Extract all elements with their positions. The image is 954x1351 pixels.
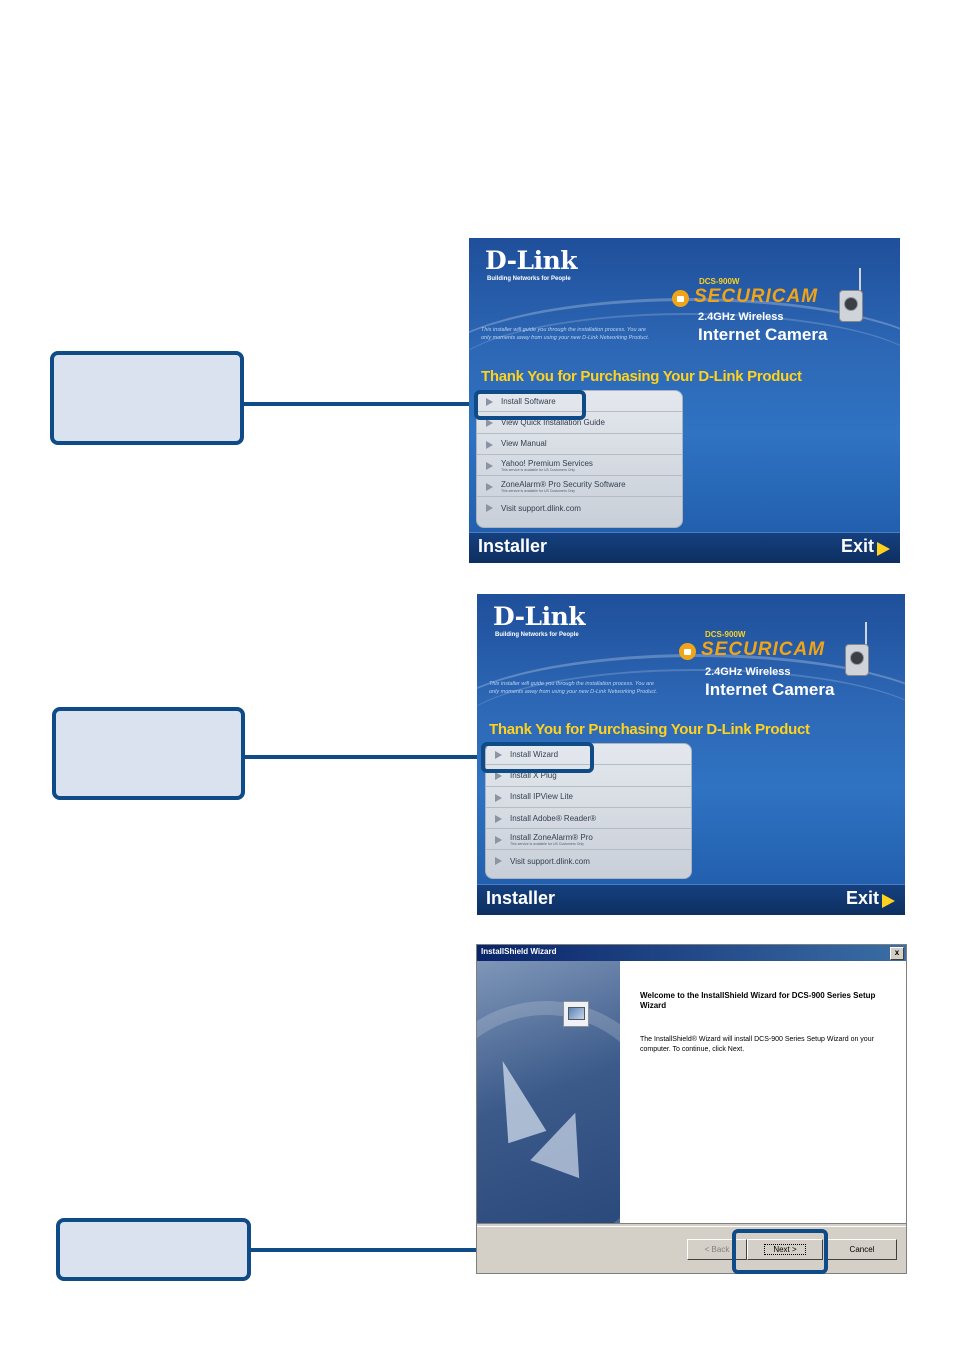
cancel-button[interactable]: Cancel — [827, 1239, 897, 1260]
callout-box-3 — [56, 1218, 251, 1281]
lock-icon — [672, 290, 689, 307]
menu-item-install-adobe[interactable]: Install Adobe® Reader® — [486, 808, 691, 830]
menu-item-note: This service is available for US Custome… — [510, 842, 584, 847]
intro-text: This installer will guide you through th… — [489, 681, 658, 695]
callout-box-1 — [50, 351, 244, 445]
exit-button[interactable]: Exit — [845, 888, 879, 908]
play-arrow-icon — [486, 483, 493, 492]
highlight-next-button — [732, 1229, 828, 1274]
divider — [477, 1223, 906, 1227]
menu-item-label: Install X Plug — [510, 770, 557, 780]
play-arrow-icon — [495, 772, 502, 781]
menu-item-label: Visit support.dlink.com — [510, 856, 590, 866]
menu-item-install-wizard[interactable]: Install Wizard — [486, 744, 691, 766]
product-name: Internet Camera — [698, 325, 828, 344]
menu-item-label: Install Software — [501, 396, 556, 406]
camera-antenna — [865, 622, 867, 648]
installer-menu: Install Software View Quick Installation… — [476, 390, 683, 528]
play-arrow-icon — [495, 836, 502, 845]
model-label: DCS-900W — [699, 277, 740, 286]
camera-antenna — [859, 268, 861, 294]
window-titlebar: InstallShield Wizard x — [477, 945, 906, 961]
thanks-heading: Thank You for Purchasing Your D-Link Pro… — [489, 721, 810, 738]
play-arrow-icon — [486, 504, 493, 513]
wizard-content: Welcome to the InstallShield Wizard for … — [620, 961, 906, 1223]
exit-arrow-icon[interactable] — [877, 542, 890, 556]
play-arrow-icon — [486, 461, 493, 470]
callout-connector-2 — [245, 755, 483, 759]
brand-logo: SECURICAM — [694, 286, 819, 307]
product-subtitle: 2.4GHz Wireless — [698, 311, 784, 323]
play-arrow-icon — [495, 857, 502, 866]
menu-item-label: Yahoo! Premium Services — [501, 458, 593, 468]
wizard-body-text: The InstallShield® Wizard will install D… — [640, 1036, 874, 1053]
highlight-install-wizard — [481, 742, 594, 773]
menu-item-view-manual[interactable]: View Manual — [477, 434, 682, 455]
installer-footer: Installer Exit — [477, 884, 905, 915]
logo-tagline: Building Networks for People — [495, 632, 579, 638]
installer-menu: Install Wizard Install X Plug Install IP… — [485, 743, 692, 879]
menu-item-install-ipview[interactable]: Install IPView Lite — [486, 787, 691, 808]
menu-item-label: View Manual — [501, 439, 547, 449]
close-button[interactable]: x — [890, 947, 904, 960]
dlink-logo: D-Link — [493, 602, 586, 631]
footer-title: Installer — [486, 888, 556, 908]
installer-panel-2: D-Link Building Networks for People DCS-… — [477, 594, 905, 915]
window-title: InstallShield Wizard — [481, 947, 557, 956]
installer-footer: Installer Exit — [469, 532, 900, 563]
decor-swoosh — [477, 669, 905, 791]
menu-item-label: View Quick Installation Guide — [501, 417, 605, 427]
menu-item-quick-guide[interactable]: View Quick Installation Guide — [477, 412, 682, 434]
camera-icon — [839, 290, 863, 322]
footer-title: Installer — [478, 536, 548, 556]
menu-item-note: This service is available for US Custome… — [501, 467, 575, 472]
thanks-heading: Thank You for Purchasing Your D-Link Pro… — [481, 368, 802, 385]
camera-icon — [845, 644, 869, 676]
menu-item-label: Install IPView Lite — [510, 792, 573, 802]
logo-tagline: Building Networks for People — [487, 276, 571, 282]
product-name: Internet Camera — [705, 680, 835, 699]
play-arrow-icon — [495, 793, 502, 802]
menu-item-install-xplug[interactable]: Install X Plug — [486, 765, 691, 787]
wizard-heading: Welcome to the InstallShield Wizard for … — [640, 991, 876, 1010]
play-arrow-icon — [495, 814, 502, 823]
lock-icon — [679, 643, 696, 660]
intro-text: This installer will guide you through th… — [481, 327, 650, 341]
menu-item-support[interactable]: Visit support.dlink.com — [477, 497, 682, 518]
product-subtitle: 2.4GHz Wireless — [705, 666, 791, 678]
callout-connector-1 — [244, 402, 478, 406]
brand-logo: SECURICAM — [701, 639, 826, 660]
menu-item-install-software[interactable]: Install Software — [477, 391, 682, 413]
highlight-install-software — [474, 390, 586, 420]
next-button-label: Next > — [764, 1244, 806, 1255]
wizard-side-graphic — [477, 961, 620, 1223]
play-arrow-icon — [486, 398, 493, 406]
next-button[interactable]: Next > — [747, 1239, 823, 1260]
model-label: DCS-900W — [705, 630, 746, 639]
exit-button[interactable]: Exit — [840, 536, 874, 556]
installer-panel-1: D-Link Building Networks for People DCS-… — [469, 238, 900, 563]
menu-item-label: Visit support.dlink.com — [501, 503, 581, 513]
decor-swoosh — [469, 313, 900, 435]
menu-item-label: Install ZoneAlarm® Pro — [510, 833, 593, 843]
menu-item-label: Install Adobe® Reader® — [510, 813, 597, 823]
play-arrow-icon — [486, 440, 493, 449]
play-arrow-icon — [495, 751, 502, 759]
menu-item-support[interactable]: Visit support.dlink.com — [486, 850, 691, 871]
exit-arrow-icon[interactable] — [882, 894, 895, 908]
installshield-wizard-window: InstallShield Wizard x Welcome to the In… — [476, 944, 907, 1274]
play-arrow-icon — [486, 419, 493, 428]
menu-item-label: Install Wizard — [510, 749, 559, 759]
dlink-logo: D-Link — [485, 246, 578, 275]
menu-item-note: This service is available for US Custome… — [501, 489, 575, 494]
setup-monitor-icon — [563, 1001, 589, 1027]
menu-item-label: ZoneAlarm® Pro Security Software — [501, 480, 626, 490]
callout-box-2 — [52, 707, 245, 800]
